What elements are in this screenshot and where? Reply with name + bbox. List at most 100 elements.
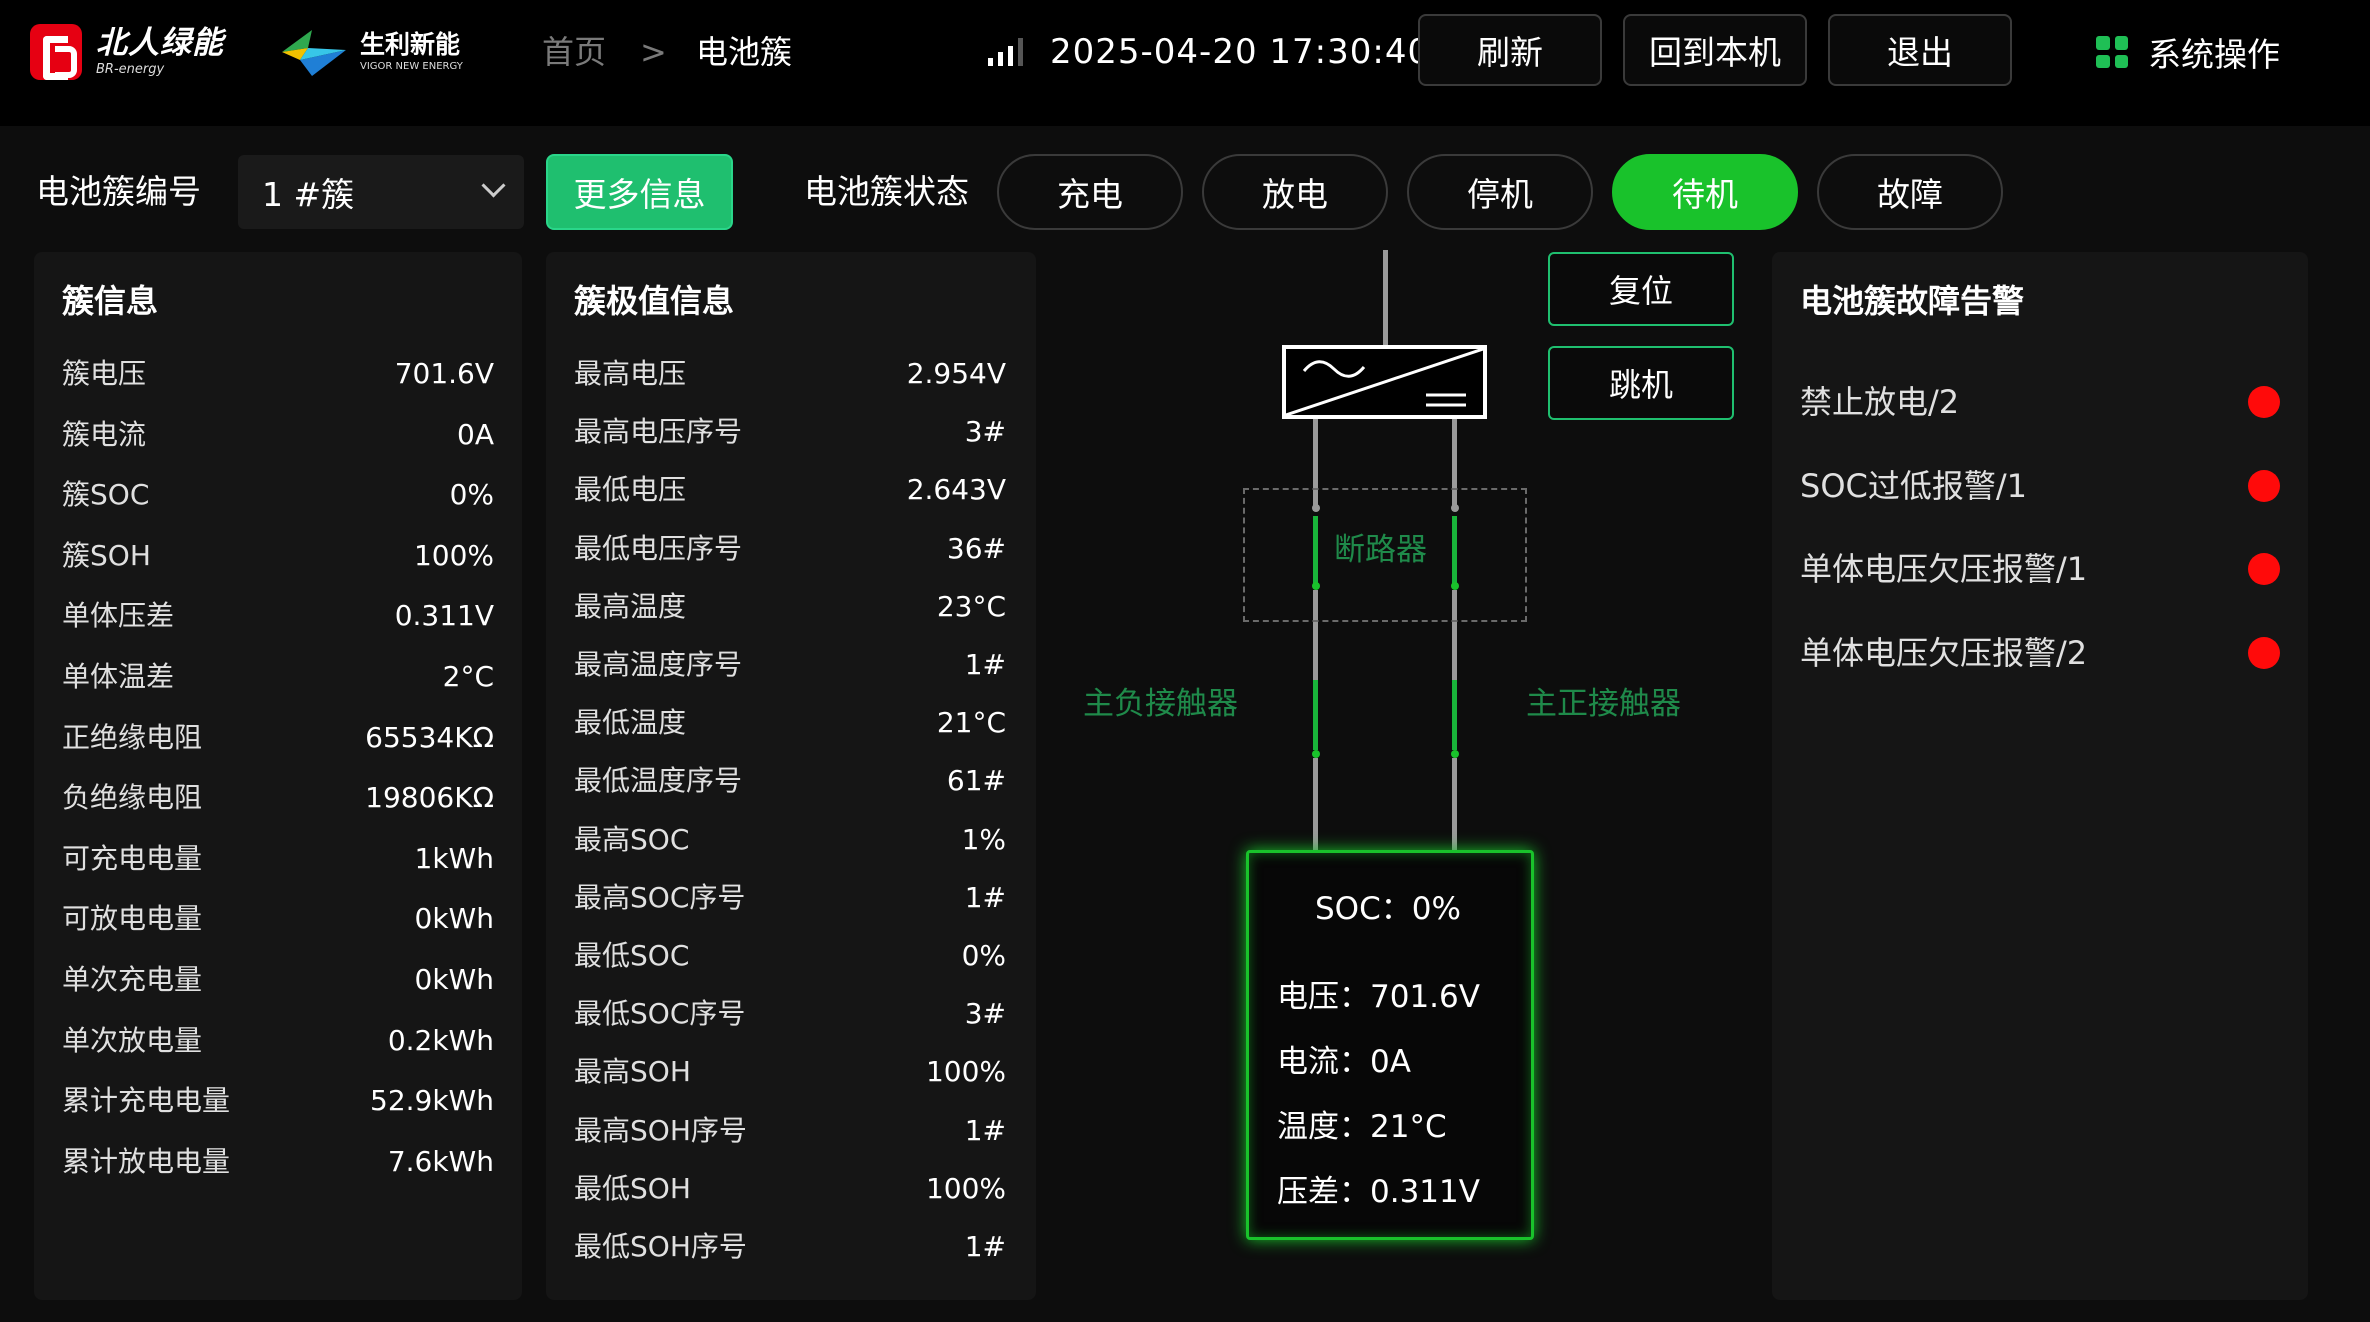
top-bar: 北人绿能 BR-energy 生利新能 VIGOR NEW ENERGY 首页 … [0, 0, 2370, 126]
cluster-info-label: 单次充电量 [62, 963, 203, 996]
logo2-name-en: VIGOR NEW ENERGY [360, 61, 463, 72]
system-ops-menu[interactable]: 系统操作 [2096, 30, 2280, 74]
extreme-info-value: 2.954V [906, 357, 1006, 390]
cluster-info-value: 701.6V [394, 357, 494, 390]
bms-temperature: 温度：21°C [1277, 1109, 1447, 1145]
neg-breaker-line [1313, 516, 1318, 584]
cluster-info-value: 7.6kWh [387, 1144, 494, 1178]
extreme-info-label: 最高温度 [574, 589, 687, 623]
pos-contactor-label: 主正接触器 [1526, 686, 1681, 722]
neg-line-top [1313, 419, 1318, 511]
state-standby[interactable]: 待机 [1612, 154, 1798, 230]
br-energy-logo: 北人绿能 BR-energy [30, 24, 224, 80]
extreme-info-label: 最高SOH [574, 1055, 691, 1089]
extreme-info-value: 1# [964, 880, 1006, 914]
grid-icon [2096, 36, 2128, 68]
datetime-display: 2025-04-20 17:30:40 [1050, 32, 1431, 72]
battery-status-box: SOC：0% 电压：701.6V 电流：0A 温度：21°C 压差：0.311V [1246, 850, 1534, 1240]
cluster-info-label: 累计放电电量 [62, 1144, 231, 1178]
pos-line-top [1452, 419, 1457, 511]
node-dot [1312, 750, 1320, 758]
logo-name-cn: 北人绿能 [96, 25, 224, 61]
cluster-info-value: 0kWh [414, 902, 494, 936]
extreme-info-label: 最低SOC [574, 939, 690, 972]
more-info-button[interactable]: 更多信息 [546, 154, 733, 230]
trip-button[interactable]: 跳机 [1548, 346, 1734, 420]
cluster-info-value: 0.2kWh [387, 1023, 494, 1057]
bms-voltage: 电压：701.6V [1277, 979, 1480, 1015]
extreme-info-value: 61# [946, 764, 1006, 798]
cluster-info-label: 簇电压 [62, 357, 147, 390]
extreme-info-label: 最低SOC序号 [574, 997, 746, 1031]
cluster-info-value: 65534KΩ [365, 720, 494, 754]
breadcrumb-separator-icon: > [640, 33, 667, 71]
cluster-info-value: 0.311V [394, 599, 494, 633]
cluster-info-label: 簇SOH [62, 538, 151, 572]
neg-contactor-label: 主负接触器 [1083, 686, 1238, 722]
cluster-info-label: 负绝缘电阻 [62, 781, 203, 815]
cluster-info-row: 簇电压 701.6V [62, 354, 494, 394]
extreme-info-label: 最高SOC [574, 822, 690, 856]
cluster-info-row: 可放电电量 0kWh [62, 899, 494, 939]
extreme-info-label: 最高SOH序号 [574, 1113, 747, 1147]
breaker-label: 断路器 [1334, 532, 1427, 568]
cluster-info-label: 可放电电量 [62, 902, 203, 936]
cluster-info-label: 单体温差 [62, 660, 175, 693]
cluster-info-value: 19806KΩ [365, 781, 494, 815]
extreme-info-title: 簇极值信息 [574, 282, 735, 320]
state-discharging[interactable]: 放电 [1202, 154, 1388, 230]
reset-button[interactable]: 复位 [1548, 252, 1734, 326]
cluster-info-value: 0kWh [414, 963, 494, 996]
vigor-logo: 生利新能 VIGOR NEW ENERGY [278, 24, 463, 80]
alarm-label: 单体电压欠压报警/2 [1800, 633, 2088, 672]
cluster-info-title: 簇信息 [62, 282, 159, 320]
br-logo-icon [30, 24, 82, 80]
node-dot [1451, 504, 1459, 512]
cluster-info-panel [34, 252, 522, 1300]
breadcrumb-home[interactable]: 首页 [542, 33, 607, 71]
alarm-indicator-icon [2248, 386, 2280, 418]
neg-contactor-line [1313, 680, 1318, 750]
logo2-name-cn: 生利新能 [360, 30, 461, 59]
cluster-info-value: 0A [457, 417, 494, 451]
alarm-indicator-icon [2248, 636, 2280, 669]
alarm-panel [1772, 252, 2308, 1300]
exit-button[interactable]: 退出 [1828, 14, 2012, 86]
cluster-select[interactable]: 1 #簇 [238, 155, 524, 229]
extreme-info-value: 100% [925, 1055, 1006, 1089]
state-charging[interactable]: 充电 [997, 154, 1183, 230]
extreme-info-label: 最高SOC序号 [574, 880, 746, 914]
state-stopped[interactable]: 停机 [1407, 154, 1593, 230]
refresh-button[interactable]: 刷新 [1418, 14, 1602, 86]
extreme-info-value: 36# [946, 531, 1006, 565]
system-ops-label: 系统操作 [2148, 35, 2280, 74]
cluster-info-row: 单体压差 0.311V [62, 596, 494, 636]
cluster-info-label: 簇SOC [62, 478, 150, 512]
extreme-info-row: 最高SOH序号 1# [574, 1111, 1006, 1151]
vigor-logo-icon [282, 30, 346, 76]
extreme-info-label: 最低温度序号 [574, 764, 743, 798]
extreme-info-value: 1# [964, 1113, 1006, 1147]
pos-line-mid [1452, 590, 1457, 680]
state-fault[interactable]: 故障 [1817, 154, 2003, 230]
extreme-info-label: 最低SOH [574, 1171, 691, 1205]
cluster-info-label: 单体压差 [62, 599, 175, 633]
alarm-label: 禁止放电/2 [1800, 383, 1960, 421]
extreme-info-row: 最低温度序号 61# [574, 761, 1006, 801]
extreme-info-value: 1# [964, 1230, 1006, 1263]
back-to-local-button[interactable]: 回到本机 [1623, 14, 1807, 86]
pos-contactor-line [1452, 680, 1457, 750]
